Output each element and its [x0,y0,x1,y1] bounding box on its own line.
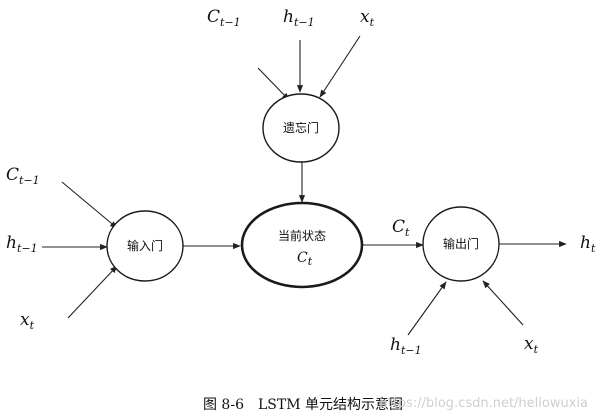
current-state-var: Ct [297,250,313,268]
edge-top-x-to-forget [319,35,361,98]
edge-left-x-to-input [67,265,118,319]
figure-caption: 图 8-6 LSTM 单元结构示意图 [202,397,403,413]
forget-gate-node: 遗忘门 [262,93,340,163]
label-edge-ct: Ct [392,217,410,239]
watermark: https://blog.csdn.net/hellowuxia [379,396,588,411]
edge-bot-h-to-output [407,281,447,336]
label-top-x: xt [360,7,375,29]
forget-gate-label: 遗忘门 [283,120,319,135]
label-top-h: ht−1 [283,7,315,29]
label-top-c: Ct−1 [207,7,241,29]
output-gate-label: 输出门 [443,236,479,251]
label-left-c: Ct−1 [6,165,40,187]
label-out-h: ht [580,233,596,255]
input-gate-label: 输入门 [127,238,163,253]
label-left-h: ht−1 [6,233,38,255]
label-left-x: xt [20,310,35,332]
current-state-node: 当前状态 Ct [240,201,364,289]
edge-left-c-to-input [61,181,118,229]
edge-top-c-to-forget [257,67,290,101]
output-gate-node: 输出门 [422,206,500,282]
label-bot-h: ht−1 [390,335,422,357]
label-bot-x: xt [524,334,539,356]
edge-bot-x-to-output [482,280,524,326]
input-gate-node: 输入门 [106,210,184,282]
current-state-label: 当前状态 [278,228,326,243]
